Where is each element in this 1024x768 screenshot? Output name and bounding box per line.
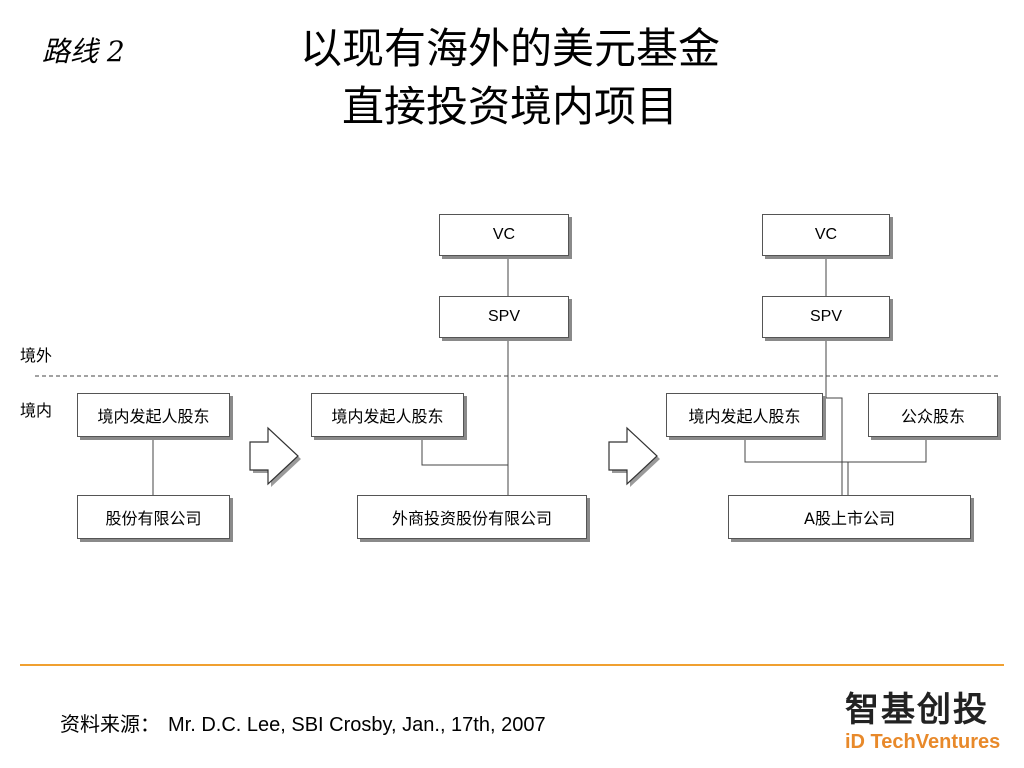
d3-spv-box: SPV [762, 296, 890, 338]
source-citation: 资料来源： Mr. D.C. Lee, SBI Crosby, Jan., 17t… [60, 708, 546, 737]
source-label: 资料来源： [60, 712, 160, 736]
arrow-icon-2 [608, 426, 660, 487]
title-line-1: 以现有海外的美元基金 [299, 24, 720, 73]
d2-founders-box: 境内发起人股东 [311, 393, 464, 437]
d1-founders-box: 境内发起人股东 [77, 393, 230, 437]
arrow-icon-1 [249, 426, 301, 487]
company-logo: 智基创投 iD TechVentures [845, 690, 1005, 754]
d3-founders-box: 境内发起人股东 [666, 393, 823, 437]
d1-company-box: 股份有限公司 [77, 495, 230, 539]
d2-vc-box: VC [439, 214, 569, 256]
d3-spv-company-connector [825, 338, 843, 495]
title-line-2: 直接投资境内项目 [341, 82, 678, 131]
onshore-label: 境内 [20, 401, 53, 420]
logo-english-text: iD TechVentures [845, 731, 1001, 753]
route-label: 路线 2 [42, 35, 125, 68]
d2-founders-connector [421, 437, 508, 466]
offshore-label: 境外 [20, 346, 53, 365]
d2-spv-box: SPV [439, 296, 569, 338]
d3-vc-box: VC [762, 214, 890, 256]
d3-public-box: 公众股东 [868, 393, 998, 437]
source-text: Mr. D.C. Lee, SBI Crosby, Jan., 17th, 20… [168, 714, 546, 736]
footer-divider [20, 664, 1004, 666]
d3-shareholders-connector [744, 437, 927, 463]
d3-company-box: A股上市公司 [728, 495, 971, 539]
page-title: 以现有海外的美元基金 直接投资境内项目 [170, 20, 850, 136]
logo-chinese-text: 智基创投 [845, 690, 989, 730]
d2-company-box: 外商投资股份有限公司 [357, 495, 587, 539]
